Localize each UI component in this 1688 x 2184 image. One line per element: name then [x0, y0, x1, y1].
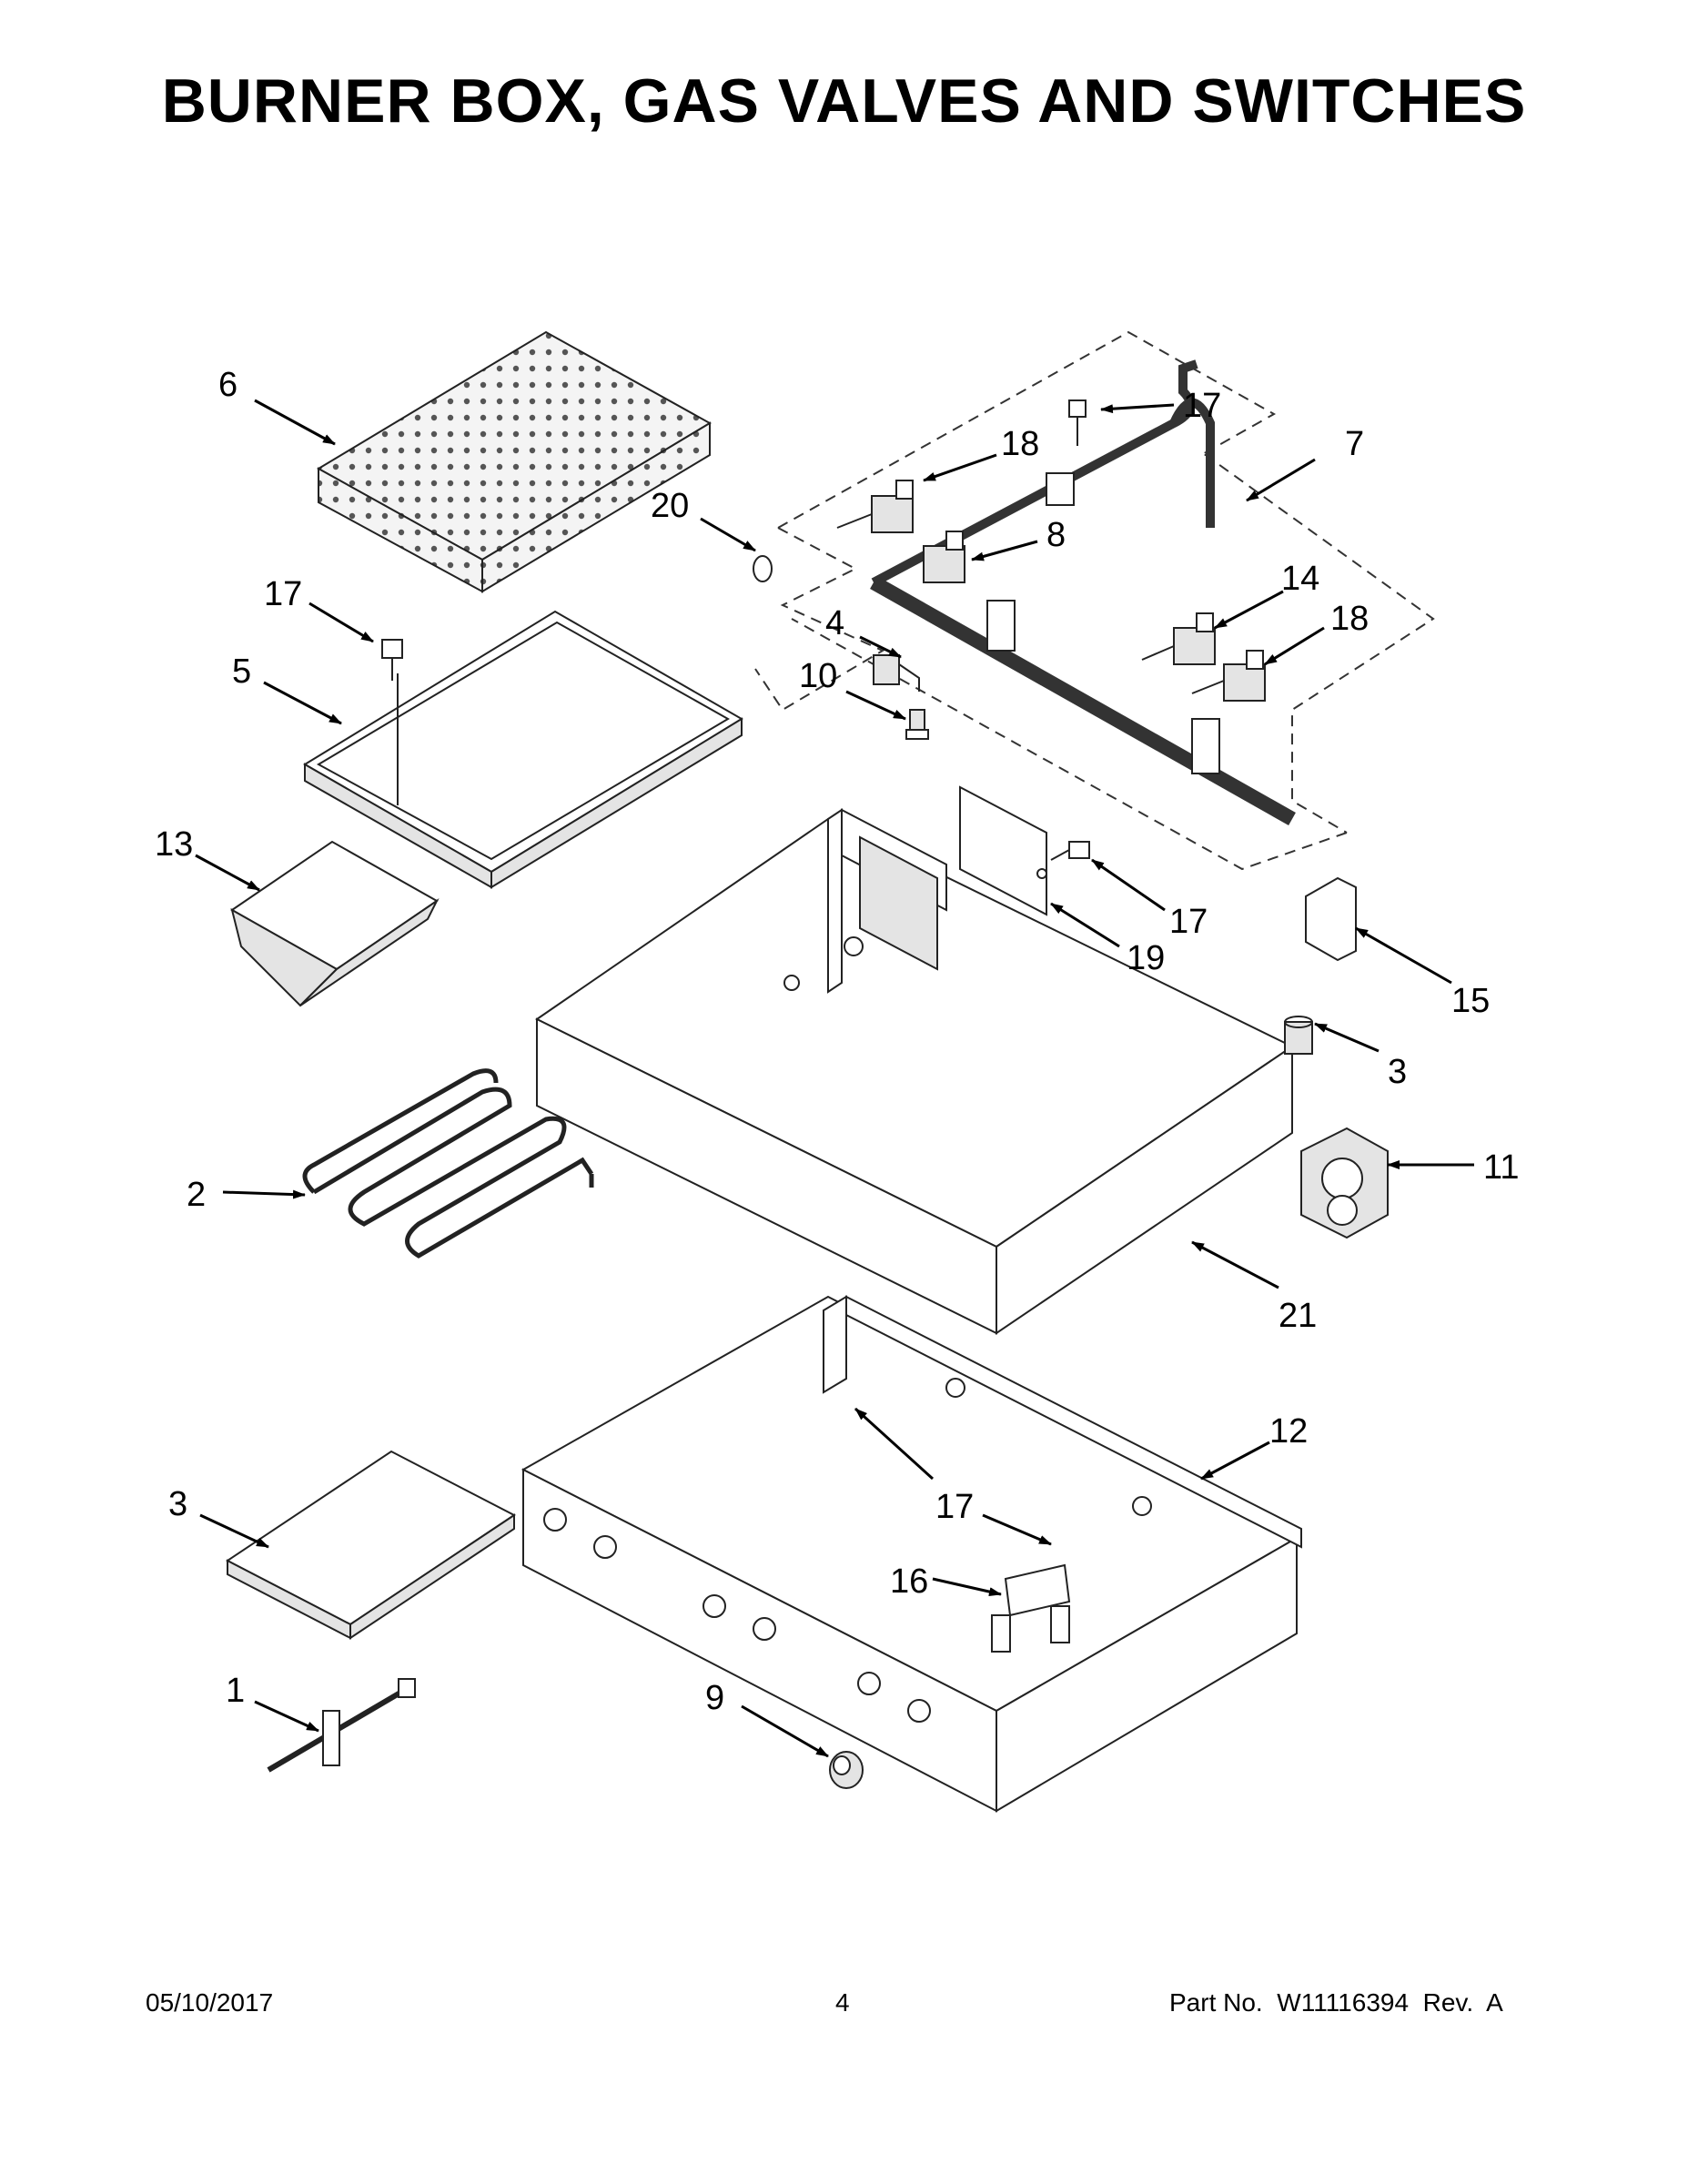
callout-17: 17 [1169, 903, 1208, 941]
clip-part-4 [873, 654, 920, 692]
gas-valve-part-18-lower [1191, 650, 1266, 702]
callout-arrows [195, 399, 1474, 1758]
callout-17: 17 [264, 575, 302, 613]
screw-part-17-left [381, 639, 403, 681]
callout-9: 9 [705, 1679, 724, 1717]
callout-19: 19 [1127, 939, 1165, 977]
heating-element-part-2 [302, 1068, 594, 1259]
screw-part-17-top [1068, 399, 1087, 446]
footer-part-label: Part No. [1169, 1988, 1263, 2017]
cover-plate-part-3 [226, 1450, 516, 1640]
burner-box-part-21 [535, 808, 1294, 1335]
callout-15: 15 [1451, 982, 1490, 1020]
callout-17: 17 [1183, 387, 1221, 425]
callout-10: 10 [799, 657, 837, 695]
callout-18: 18 [1330, 600, 1369, 638]
trough-part-13 [230, 840, 440, 1007]
thermocouple-part-1 [267, 1678, 416, 1773]
bracket-part-16 [991, 1563, 1071, 1653]
footer-rev-label: Rev. [1422, 1988, 1474, 2017]
callout-8: 8 [1046, 516, 1066, 554]
callout-14: 14 [1281, 560, 1319, 598]
gas-valve-part-18-top [836, 480, 914, 533]
callout-labels: 6 17 18 7 20 8 17 14 18 4 5 10 13 17 19 … [155, 366, 1519, 1717]
callout-17: 17 [935, 1488, 974, 1526]
regulator-part-11 [1300, 1127, 1389, 1239]
callout-16: 16 [890, 1562, 928, 1601]
gas-valve-part-14 [1141, 612, 1216, 665]
callout-5: 5 [232, 652, 251, 691]
footer-part-value: W11116394 [1277, 1988, 1410, 2017]
callout-12: 12 [1269, 1412, 1308, 1451]
footer-part-number: Part No. W11116394 Rev. A [1169, 1988, 1503, 2017]
callout-1: 1 [226, 1672, 245, 1710]
knob-part-9 [829, 1751, 864, 1789]
page-title: BURNER BOX, GAS VALVES AND SWITCHES [161, 66, 1527, 136]
drip-tray-part-5 [303, 610, 743, 889]
fitting-part-3 [1284, 1016, 1313, 1055]
callout-18: 18 [1001, 425, 1039, 463]
callout-4: 4 [825, 604, 844, 642]
bracket-part-15 [1305, 876, 1357, 962]
callout-3: 3 [1388, 1053, 1407, 1091]
manifold-assembly-part-7 [754, 330, 1435, 871]
callout-13: 13 [155, 825, 193, 864]
footer-date: 05/10/2017 [146, 1988, 274, 2017]
callout-21: 21 [1279, 1297, 1317, 1335]
callout-7: 7 [1345, 425, 1364, 463]
callout-20: 20 [651, 487, 689, 525]
callout-3: 3 [168, 1485, 187, 1523]
callout-2: 2 [187, 1176, 206, 1214]
orifice-disc-part-20 [753, 555, 773, 582]
footer-page-number: 4 [835, 1988, 850, 2017]
callout-6: 6 [218, 366, 238, 404]
screw-part-10 [905, 709, 929, 740]
footer-rev-value: A [1486, 1988, 1503, 2017]
callout-11: 11 [1483, 1148, 1519, 1187]
burner-plate-part-6 [317, 330, 712, 593]
screw-part-17-mid [1050, 841, 1090, 861]
gas-valve-part-8 [923, 531, 965, 583]
bottom-pan-part-12 [521, 1295, 1302, 1813]
bracket-part-19 [959, 785, 1047, 916]
